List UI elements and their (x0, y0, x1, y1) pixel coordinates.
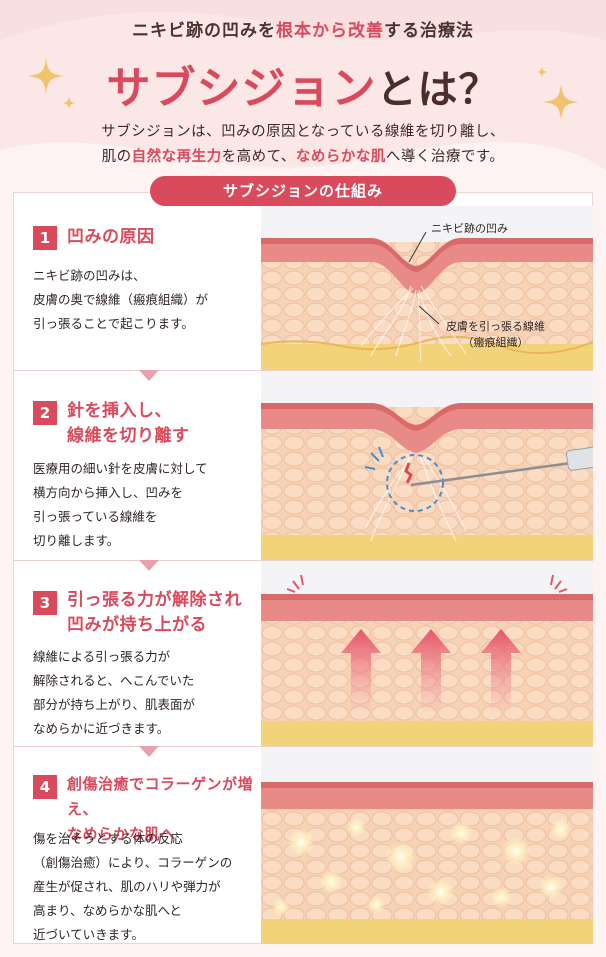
skin-illustration-depression: ニキビ跡の凹み 皮膚を引っ張る線維 （瘢痕組織） (261, 206, 593, 370)
step-text: 3 引っ張る力が解除され 凹みが持ち上がる 線維による引っ張る力が 解除されると… (13, 561, 261, 746)
step-text: 2 針を挿入し、 線維を切り離す 医療用の細い針を皮膚に対して 横方向から挿入し… (13, 371, 261, 560)
body-line: 皮膚の奥で線維（瘢痕組織）が (33, 292, 209, 307)
lead-part: を高めて、 (221, 149, 296, 165)
body-line: 解除されると、へこんでいた (33, 673, 195, 688)
step-4: 4 創傷治癒でコラーゲンが増え、 なめらかな肌へ 傷を治そうとする体の反応 （創… (13, 747, 593, 944)
header: ニキビ跡の凹みを根本から改善する治療法 サブシジョンとは？ サブシジョンは、凹み… (0, 0, 606, 200)
step-1: 1 凹みの原因 ニキビ跡の凹みは、 皮膚の奥で線維（瘢痕組織）が 引っ張ることで… (13, 206, 593, 381)
chevron-down-icon (139, 370, 159, 381)
callout-depression: ニキビ跡の凹み (431, 222, 508, 235)
step-body: ニキビ跡の凹みは、 皮膚の奥で線維（瘢痕組織）が 引っ張ることで起こります。 (33, 264, 208, 336)
heading-line: 凹みの原因 (67, 227, 155, 247)
step-body: 線維による引っ張る力が 解除されると、へこんでいた 部分が持ち上がり、肌表面が … (33, 645, 195, 741)
heading-line: 針を挿入し、 (67, 401, 172, 421)
sparkle-icon (543, 84, 579, 120)
body-line: 切り離します。 (33, 533, 120, 548)
skin-illustration-needle (261, 371, 593, 560)
body-line: 医療用の細い針を皮膚に対して (33, 461, 208, 476)
step-body: 医療用の細い針を皮膚に対して 横方向から挿入し、凹みを 引っ張っている線維を 切… (33, 457, 208, 553)
eyebrow-text-end: する治療法 (384, 21, 474, 41)
body-line: なめらかに近づきます。 (33, 721, 170, 736)
heading-line: 引っ張る力が解除され (67, 590, 242, 610)
sparkle-icon (62, 96, 76, 110)
eyebrow-emphasis: 根本から改善 (276, 21, 384, 41)
lead-part: へ導く治療です。 (385, 149, 505, 165)
section-title: サブシジョンの仕組み (150, 176, 456, 206)
body-line: 線維による引っ張る力が (33, 649, 171, 664)
chevron-down-icon (139, 560, 159, 571)
step-number: 4 (33, 775, 57, 799)
callout-line: 皮膚を引っ張る線維 (446, 320, 545, 333)
sparkle-icon (536, 66, 548, 78)
eyebrow: ニキビ跡の凹みを根本から改善する治療法 (0, 16, 606, 41)
skin-illustration-lifted (261, 561, 593, 746)
body-line: 傷を治そうとする体の反応 (33, 831, 183, 846)
callout-fibers: 皮膚を引っ張る線維 （瘢痕組織） (446, 318, 545, 350)
lead-part: 肌の (101, 149, 132, 165)
body-line: （創傷治癒）により、コラーゲンの (33, 855, 233, 870)
body-line: 横方向から挿入し、凹みを (33, 485, 184, 500)
step-3: 3 引っ張る力が解除され 凹みが持ち上がる 線維による引っ張る力が 解除されると… (13, 561, 593, 757)
step-heading: 引っ張る力が解除され 凹みが持ち上がる (67, 588, 242, 638)
lead-line-2: 肌の自然な再生力を高めて、なめらかな肌へ導く治療です。 (0, 145, 606, 170)
step-text: 1 凹みの原因 ニキビ跡の凹みは、 皮膚の奥で線維（瘢痕組織）が 引っ張ることで… (13, 206, 261, 370)
body-line: 近づいていきます。 (33, 927, 144, 942)
step-number: 2 (33, 401, 57, 425)
chevron-down-icon (139, 746, 159, 757)
heading-line: 凹みが持ち上がる (67, 615, 207, 635)
body-line: 高まり、なめらかな肌へと (33, 903, 182, 918)
body-line: 引っ張っている線維を (33, 509, 158, 524)
lead-line-1: サブシジョンは、凹みの原因となっている線維を切り離し、 (101, 124, 505, 140)
step-text: 4 創傷治癒でコラーゲンが増え、 なめらかな肌へ 傷を治そうとする体の反応 （創… (13, 747, 261, 944)
step-heading: 凹みの原因 (67, 225, 155, 250)
heading-line: 創傷治癒でコラーゲンが増え、 (67, 775, 254, 818)
heading-line: 線維を切り離す (67, 426, 190, 446)
eyebrow-text: ニキビ跡の凹みを (132, 21, 276, 41)
skin-illustration-collagen (261, 747, 593, 944)
sparkle-icon (28, 58, 64, 94)
step-heading: 針を挿入し、 線維を切り離す (67, 399, 190, 449)
step-body: 傷を治そうとする体の反応 （創傷治癒）により、コラーゲンの 産生が促され、肌のハ… (33, 827, 232, 947)
body-line: ニキビ跡の凹みは、 (33, 268, 146, 283)
step-heading: 創傷治癒でコラーゲンが増え、 なめらかな肌へ (67, 772, 261, 847)
callout-line: （瘢痕組織） (462, 336, 529, 349)
body-line: 引っ張ることで起こります。 (33, 316, 194, 331)
title-main: サブシジョン (106, 63, 377, 114)
page-title: サブシジョンとは？ (0, 52, 606, 116)
lead-emphasis: 自然な再生力 (131, 149, 222, 165)
lead-text: サブシジョンは、凹みの原因となっている線維を切り離し、 肌の自然な再生力を高めて… (0, 120, 606, 170)
heading-line: なめらかな肌へ (67, 825, 176, 843)
lead-emphasis: なめらかな肌 (295, 149, 386, 165)
body-line: 部分が持ち上がり、肌表面が (33, 697, 196, 712)
step-number: 3 (33, 591, 57, 615)
body-line: 産生が促され、肌のハリや弾力が (33, 879, 221, 894)
step-2: 2 針を挿入し、 線維を切り離す 医療用の細い針を皮膚に対して 横方向から挿入し… (13, 371, 593, 571)
title-suffix: とは？ (376, 67, 500, 113)
step-number: 1 (33, 226, 57, 250)
